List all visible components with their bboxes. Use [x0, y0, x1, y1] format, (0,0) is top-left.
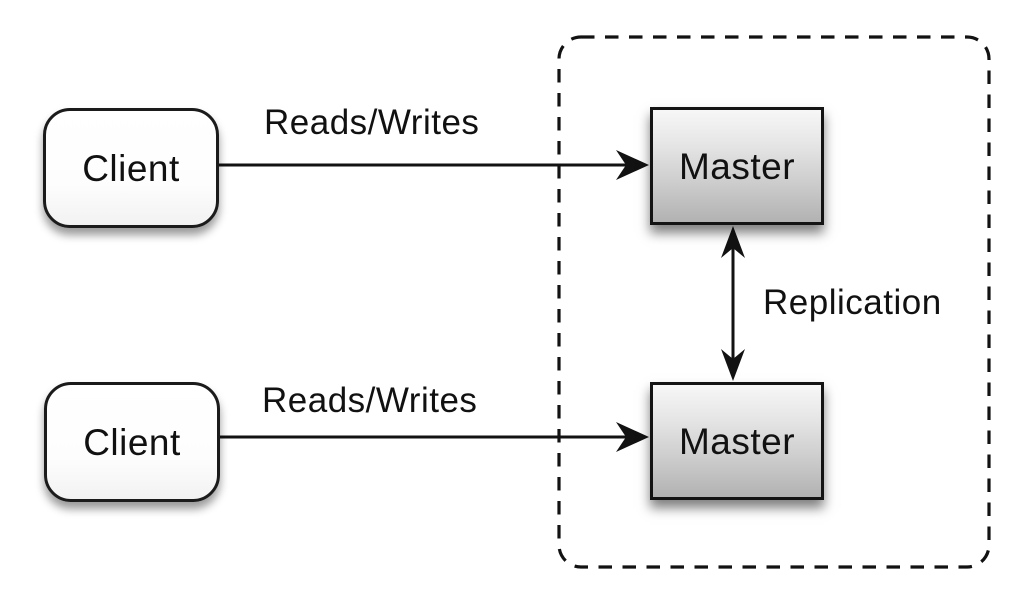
client-node-2: Client: [44, 382, 220, 502]
arrowhead-up-icon: [721, 226, 745, 258]
client-node-2-label: Client: [83, 421, 181, 463]
replication-arrow: [721, 226, 745, 381]
client-node-1-label: Client: [82, 147, 180, 189]
client-node-1: Client: [43, 108, 219, 228]
reads-writes-arrow-top: [216, 150, 649, 180]
replication-label: Replication: [763, 283, 942, 322]
dashed-boundary: [557, 35, 991, 569]
master-node-2: Master: [650, 382, 824, 500]
arrowhead-right-icon: [616, 422, 649, 452]
reads-writes-label-top: Reads/Writes: [264, 103, 480, 142]
reads-writes-arrow-bottom: [218, 422, 649, 452]
master-node-1-label: Master: [678, 145, 796, 187]
arrowhead-right-icon: [616, 150, 649, 180]
master-node-1: Master: [650, 107, 824, 225]
arrowhead-down-icon: [721, 349, 745, 381]
master-node-2-label: Master: [678, 420, 796, 462]
reads-writes-label-bottom: Reads/Writes: [262, 381, 478, 420]
